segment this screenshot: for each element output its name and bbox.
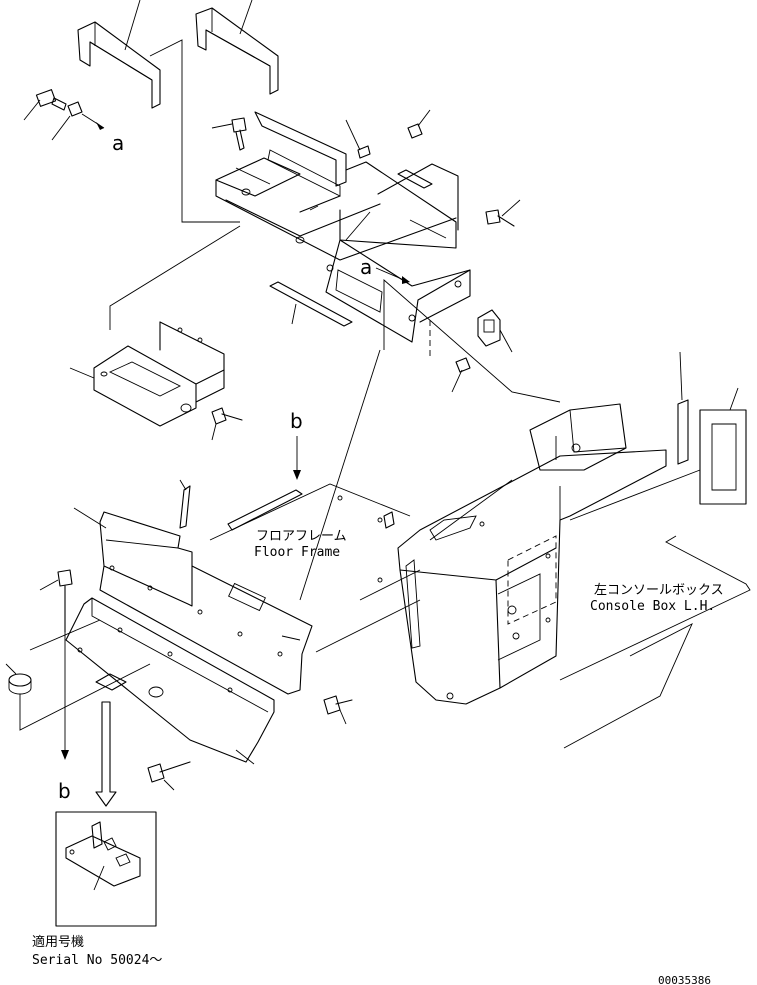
arrow-head (402, 276, 410, 284)
console-box-side-panel (397, 449, 667, 705)
rubber-plug (5, 663, 32, 695)
side-bracket (69, 321, 225, 427)
console-frame-outline (559, 535, 751, 681)
arrow-a-mid (375, 267, 405, 281)
bolt-right-upper (485, 199, 521, 227)
top-cover-plate-left (77, 0, 161, 109)
bolt-lower-bottom (147, 761, 191, 791)
detail-arrow (95, 701, 117, 807)
view-marker-b-top: b (290, 409, 303, 433)
drawing-number: 00035386 (658, 974, 711, 985)
center-box-assembly (325, 161, 471, 360)
serial-label-jp: 適用号機 (32, 934, 84, 950)
clip-upper-right (407, 109, 431, 139)
square-gasket-right (569, 387, 747, 521)
floor-cover-plate (65, 597, 275, 765)
rubber-strip (269, 281, 353, 327)
serial-label-en: Serial No 50024～ (32, 953, 162, 968)
arrow-head (293, 470, 301, 480)
bolt-lower-middle (323, 695, 353, 725)
floor-frame-outline (209, 483, 421, 653)
arrow-head (61, 750, 69, 760)
leader-line (19, 663, 151, 731)
gasket-strip-right (677, 351, 689, 465)
small-screw-upper (345, 119, 371, 159)
console-box-label-jp: 左コンソールボックス (594, 583, 724, 598)
strip-upper-right (397, 169, 433, 189)
floor-frame-label-jp: フロアフレーム (256, 529, 347, 544)
small-strip-vertical (179, 479, 191, 529)
leader-line (299, 349, 381, 601)
square-washer (477, 309, 513, 353)
console-box-label-en: Console Box L.H. (590, 599, 715, 614)
bolt-side-bracket (211, 407, 243, 441)
top-cover-plate-right (195, 0, 279, 95)
upper-bracket-assembly (215, 111, 457, 261)
console-frame-outline (563, 623, 693, 749)
clip-nut-top-left (51, 101, 105, 141)
detail-inset (55, 811, 157, 927)
bolt-upper (211, 117, 247, 151)
bolt-lower-left (39, 569, 73, 633)
leader-line (383, 279, 561, 403)
leader-line (149, 39, 240, 223)
floor-frame-label-en: Floor Frame (254, 545, 340, 560)
leader-line (109, 225, 241, 330)
view-marker-a-top: a (112, 131, 124, 155)
nut-center (451, 357, 471, 393)
view-marker-a-mid: a (360, 255, 372, 279)
view-marker-b-bottom: b (58, 779, 71, 803)
bolt-top-left (23, 89, 67, 121)
front-cover-panel (73, 507, 313, 695)
console-box-upper-bracket (529, 403, 627, 471)
